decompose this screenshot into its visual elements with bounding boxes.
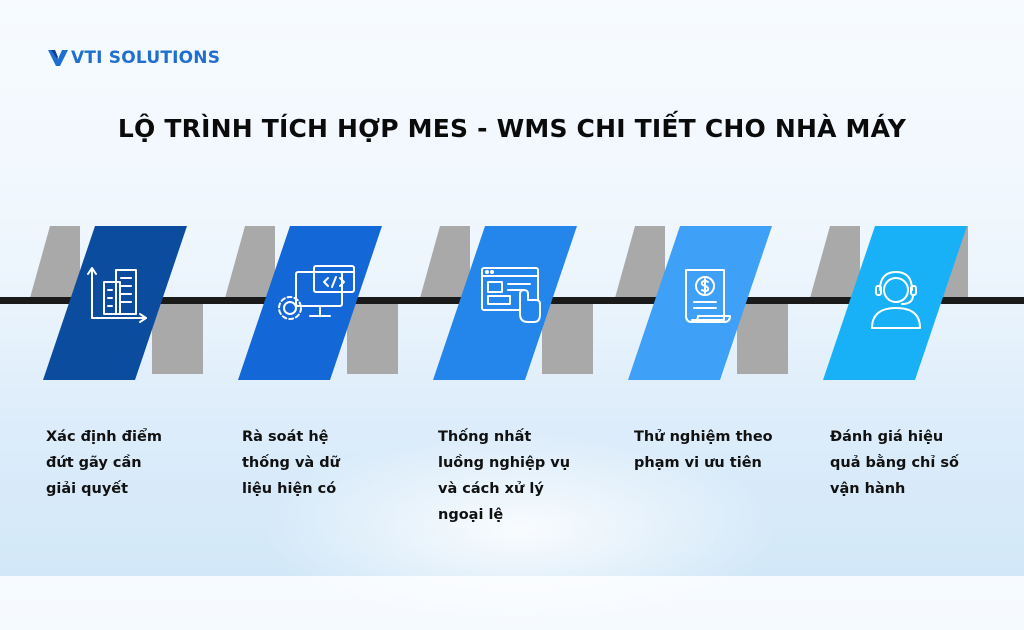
timeline — [0, 210, 1024, 395]
customer-support-headset-icon — [871, 271, 921, 329]
vti-logo-icon — [48, 49, 68, 67]
step-label-line: Đánh giá hiệu — [830, 429, 944, 445]
step-label-3: Thống nhất luồng nghiệp vụ và cách xử lý… — [438, 424, 608, 528]
connector-shadow — [542, 302, 593, 374]
step-label-line: Thử nghiệm theo — [634, 429, 773, 445]
step-label-2: Rà soát hệ thống và dữ liệu hiện có — [242, 424, 412, 502]
page-title: LỘ TRÌNH TÍCH HỢP MES - WMS CHI TIẾT CHO… — [117, 114, 907, 143]
building-chart-icon — [87, 267, 147, 323]
step-block — [238, 226, 382, 380]
step-label-line: thống và dữ — [242, 455, 340, 471]
step-label-line: giải quyết — [46, 481, 129, 497]
connector-shadow — [737, 302, 788, 374]
step-label-line: ngoại lệ — [438, 507, 504, 523]
connector-shadow — [810, 226, 860, 298]
step-label-line: và cách xử lý — [438, 481, 544, 497]
logo: VTI SOLUTIONS — [48, 48, 220, 68]
logo-text: VTI SOLUTIONS — [71, 48, 221, 68]
dollar-receipt-icon — [685, 269, 731, 323]
step-label-5: Đánh giá hiệu quả bằng chỉ số vận hành — [830, 424, 1000, 502]
web-interface-click-icon — [481, 267, 541, 323]
connector-shadow — [420, 226, 470, 298]
step-label-4: Thử nghiệm theo phạm vi ưu tiên — [634, 424, 804, 476]
step-label-line: vận hành — [830, 481, 906, 497]
step-label-line: liệu hiện có — [242, 481, 337, 497]
step-label-line: luồng nghiệp vụ — [438, 455, 571, 471]
connector-shadow — [615, 226, 665, 298]
step-label-line: Thống nhất — [438, 429, 532, 445]
step-label-1: Xác định điểm đứt gãy cần giải quyết — [46, 424, 216, 502]
timeline-graphic — [0, 226, 1024, 380]
step-label-line: phạm vi ưu tiên — [634, 455, 762, 471]
step-label-line: quả bằng chỉ số — [830, 455, 959, 471]
step-label-line: đứt gãy cần — [46, 455, 142, 471]
step-label-line: Rà soát hệ — [242, 429, 329, 445]
connector-shadow — [152, 302, 203, 374]
computer-settings-icon — [278, 265, 355, 320]
connector-shadow — [30, 226, 80, 298]
step-label-line: Xác định điểm — [46, 429, 162, 445]
step-block — [823, 226, 967, 380]
connector-shadow — [347, 302, 398, 374]
connector-shadow — [225, 226, 275, 298]
